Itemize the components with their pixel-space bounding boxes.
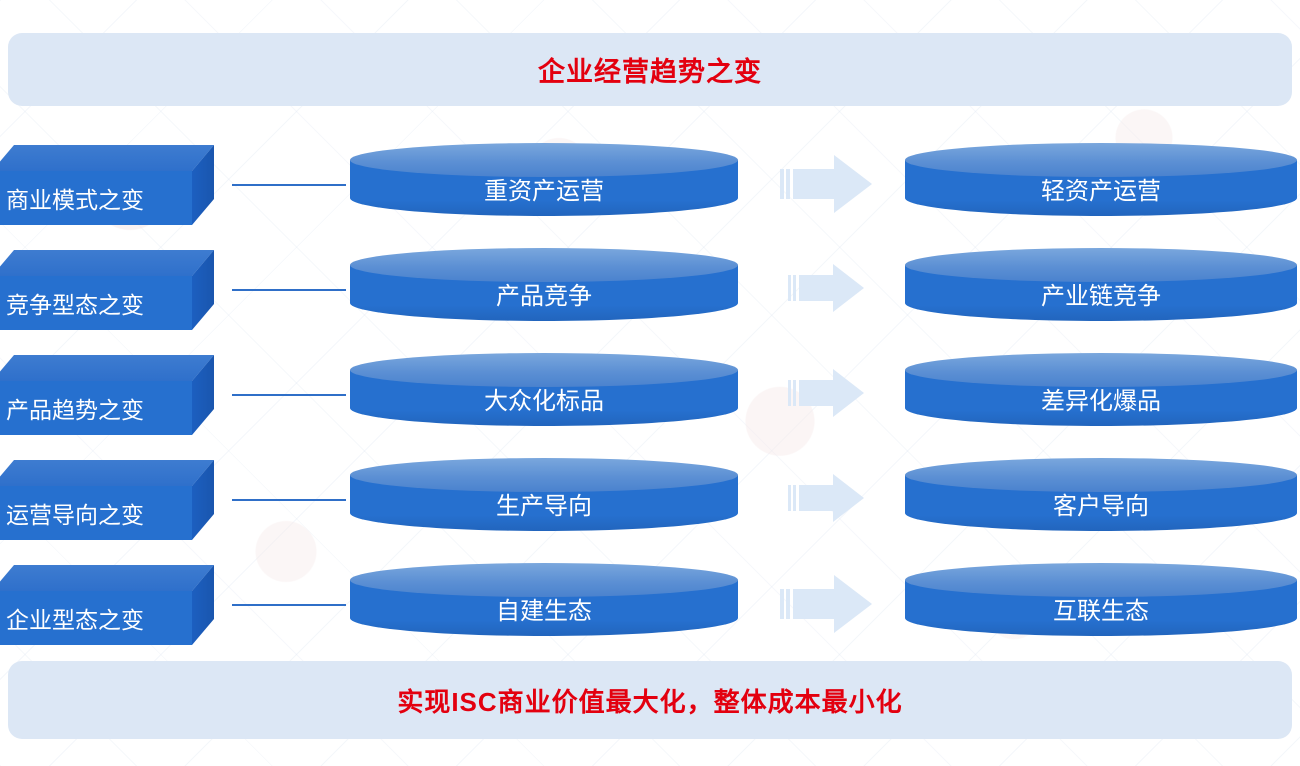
category-label-box[interactable]: 商业模式之变 [0,145,214,225]
box-top-face [0,250,214,276]
to-state-text: 客户导向 [1053,492,1149,520]
arrow-right-icon [780,573,872,635]
to-state-text: 差异化爆品 [1041,387,1161,415]
page-title: 企业经营趋势之变 [538,57,762,87]
header-banner: 企业经营趋势之变 [8,33,1292,106]
footer-title: 实现ISC商业价值最大化，整体成本最小化 [397,686,903,717]
box-top-face [0,565,214,591]
box-top-face [0,460,214,486]
from-state-cylinder[interactable]: 自建生态 [350,563,738,643]
connector-line [232,184,346,186]
arrow-right-icon [788,262,864,314]
category-label-box[interactable]: 运营导向之变 [0,460,214,540]
category-label-text: 运营导向之变 [6,502,144,528]
category-label-box[interactable]: 竞争型态之变 [0,250,214,330]
from-state-text: 大众化标品 [484,387,604,415]
from-state-cylinder[interactable]: 重资产运营 [350,143,738,223]
trend-row: 运营导向之变 生产导向 客户导向 [0,450,1300,546]
arrow-right-icon [780,153,872,215]
to-state-text: 产业链竞争 [1041,282,1161,310]
trend-row: 企业型态之变 自建生态 互联生态 [0,555,1300,651]
category-label-box[interactable]: 产品趋势之变 [0,355,214,435]
connector-line [232,289,346,291]
trend-row: 竞争型态之变 产品竞争 产业链竞争 [0,240,1300,336]
to-state-cylinder[interactable]: 互联生态 [905,563,1297,643]
to-state-text: 轻资产运营 [1041,177,1161,205]
from-state-text: 自建生态 [496,597,592,625]
from-state-cylinder[interactable]: 大众化标品 [350,353,738,433]
box-front-face: 运营导向之变 [0,486,192,540]
to-state-cylinder[interactable]: 客户导向 [905,458,1297,538]
box-front-face: 企业型态之变 [0,591,192,645]
to-state-cylinder[interactable]: 差异化爆品 [905,353,1297,433]
to-state-cylinder[interactable]: 轻资产运营 [905,143,1297,223]
from-state-text: 生产导向 [496,492,592,520]
from-state-text: 重资产运营 [484,177,604,205]
trend-row: 产品趋势之变 大众化标品 差异化爆品 [0,345,1300,441]
category-label-text: 竞争型态之变 [6,292,144,318]
from-state-cylinder[interactable]: 产品竞争 [350,248,738,328]
to-state-text: 互联生态 [1053,597,1149,625]
from-state-cylinder[interactable]: 生产导向 [350,458,738,538]
category-label-text: 产品趋势之变 [6,397,144,423]
trend-row: 商业模式之变 重资产运营 轻资产运营 [0,135,1300,231]
box-top-face [0,355,214,381]
category-label-box[interactable]: 企业型态之变 [0,565,214,645]
box-front-face: 商业模式之变 [0,171,192,225]
arrow-right-icon [788,367,864,419]
arrow-right-icon [788,472,864,524]
box-front-face: 竞争型态之变 [0,276,192,330]
footer-banner: 实现ISC商业价值最大化，整体成本最小化 [8,661,1292,739]
connector-line [232,604,346,606]
category-label-text: 商业模式之变 [6,187,144,213]
connector-line [232,394,346,396]
to-state-cylinder[interactable]: 产业链竞争 [905,248,1297,328]
connector-line [232,499,346,501]
box-front-face: 产品趋势之变 [0,381,192,435]
box-top-face [0,145,214,171]
category-label-text: 企业型态之变 [6,607,144,633]
from-state-text: 产品竞争 [496,282,592,310]
